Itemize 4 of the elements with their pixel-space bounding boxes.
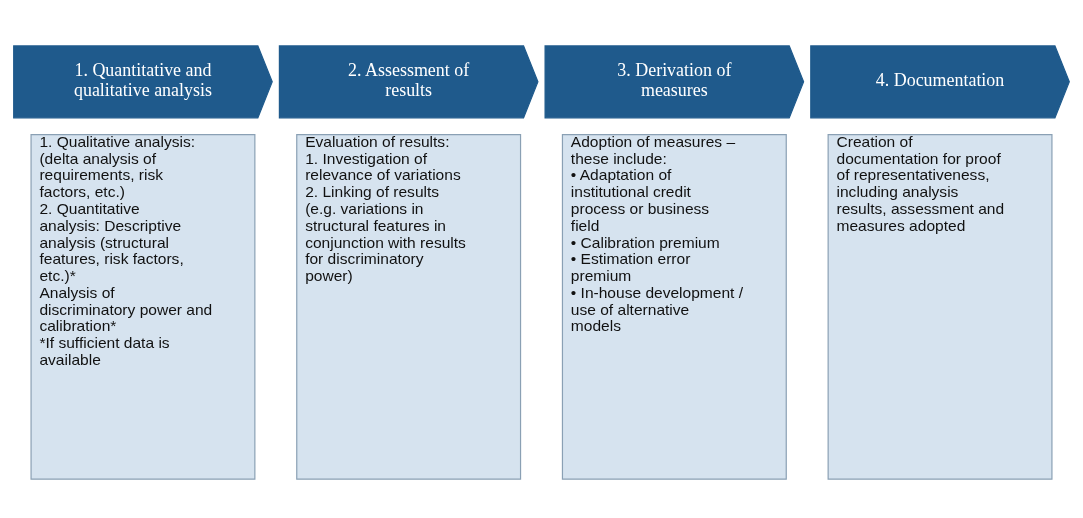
node-box: 1. Qualitative analysis: (delta analysis of requirements, risk factors, etc.) 2. Quantitative analysis: Descriptive analysis (structural features, risk factors, etc.)* Analysis of discriminatory power and calibration* *If sufficient data is available: [30, 133, 256, 480]
node-box: Creation of documentation for proof of representativeness, including analysis results, assessment and measures adopted: [827, 133, 1053, 480]
node-box: Adoption of measures – these include: • Adaptation of institutional credit process or business field • Calibration premium • Estimation error premium • In-house development / use of alternative models: [561, 133, 787, 480]
node-box: Evaluation of results: 1. Investigation of relevance of variations 2. Linking of results (e.g. variations in structural features in conjunction with results for discriminatory power): [296, 133, 522, 480]
